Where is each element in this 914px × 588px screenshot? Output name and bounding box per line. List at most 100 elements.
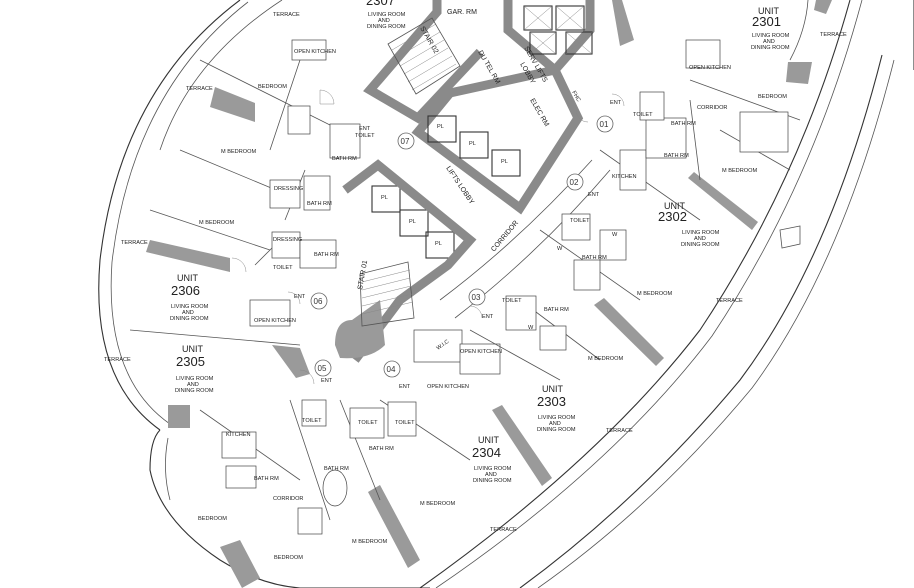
unit-2301-number: 2301 [752, 14, 781, 29]
dressing-label: DRESSING [273, 237, 302, 243]
lift-tag: PL [501, 159, 508, 165]
lift-tag: PL [381, 195, 388, 201]
m-bedroom-label: M BEDROOM [420, 501, 455, 507]
stair-01-treads [359, 261, 415, 327]
unit-2306-label: UNIT [177, 273, 198, 283]
bath-rm-label: BATH RM [664, 153, 689, 159]
ent-label: ENT [588, 192, 600, 198]
entry-markers: 01 02 03 04 05 06 07 [310, 115, 614, 378]
unit-2302-number: 2302 [658, 209, 687, 224]
bedroom-label: BEDROOM [198, 516, 227, 522]
ent-label: ENT [399, 384, 411, 390]
toilet-label: TOILET [302, 418, 322, 424]
fhc-label: FHC [570, 90, 581, 103]
stair-02-treads [387, 17, 461, 95]
unit-2305-dining: DINING ROOM [175, 388, 214, 394]
unit-2302-and: AND [694, 236, 706, 242]
unit-2303-number: 2303 [537, 394, 566, 409]
toilet-label: TOILET [633, 112, 653, 118]
marker-02: 02 [570, 178, 579, 187]
unit-2307-dining: DINING ROOM [367, 24, 406, 30]
lift-tag: PL [469, 141, 476, 147]
unit-2304-and: AND [485, 472, 497, 478]
room-labels: TERRACE TERRACE TERRACE TERRACE TERRACE … [104, 12, 847, 561]
ent-label: ENT [482, 314, 494, 320]
toilet-label: TOILET [570, 218, 590, 224]
toilet-label: TOILET [273, 265, 293, 271]
m-bedroom-label: M BEDROOM [199, 220, 234, 226]
unit-2301-label: UNIT [758, 6, 779, 16]
bath-rm-label: BATH RM [254, 476, 279, 482]
ent-label: ENT [610, 100, 622, 106]
terrace-label: TERRACE [820, 32, 847, 38]
terrace-label: TERRACE [606, 428, 633, 434]
unit-2307-and: AND [378, 18, 390, 24]
unit-2302-living: LIVING ROOM [682, 230, 720, 236]
structural-walls [146, 0, 832, 588]
unit-2301-dining: DINING ROOM [751, 45, 790, 51]
marker-bubble-06 [310, 292, 328, 310]
bath-rm-label: BATH RM [369, 446, 394, 452]
marker-04: 04 [387, 365, 396, 374]
terrace-label: TERRACE [186, 86, 213, 92]
marker-01: 01 [600, 120, 609, 129]
marker-bubble-05 [314, 359, 332, 377]
bath-rm-label: BATH RM [307, 201, 332, 207]
lift-tag: PL [435, 241, 442, 247]
terrace-label: TERRACE [716, 298, 743, 304]
open-kitchen-label: OPEN KITCHEN [294, 49, 336, 55]
unit-2307-living: LIVING ROOM [368, 12, 406, 18]
corridor-label: CORRIDOR [490, 220, 520, 254]
unit-2301-living: LIVING ROOM [752, 33, 790, 39]
bath-rm-label: BATH RM [544, 307, 569, 313]
unit-titles: 2307 LIVING ROOM AND DINING ROOM UNIT 23… [170, 0, 790, 484]
marker-06: 06 [314, 297, 323, 306]
unit-2307-number: 2307 [366, 0, 395, 8]
marker-07: 07 [401, 137, 410, 146]
stair-02-label: STAIR 02 [418, 26, 439, 55]
marker-05: 05 [318, 364, 327, 373]
bath-rm-label: BATH RM [324, 466, 349, 472]
bedroom-label: BEDROOM [258, 84, 287, 90]
toilet-label: TOILET [395, 420, 415, 426]
gar-rm-label: GAR. RM [447, 9, 477, 16]
ent-label: ENT [294, 294, 306, 300]
unit-2305-living: LIVING ROOM [176, 376, 214, 382]
unit-2302-label: UNIT [664, 201, 685, 211]
unit-2305-label: UNIT [182, 344, 203, 354]
unit-2304-living: LIVING ROOM [474, 466, 512, 472]
kitchen-label: KITCHEN [226, 432, 251, 438]
ent-label: ENT [359, 126, 371, 132]
lift-tag: PL [437, 124, 444, 130]
facade-lines [98, 0, 914, 588]
unit-2303-dining: DINING ROOM [537, 427, 576, 433]
terrace-label: TERRACE [104, 357, 131, 363]
kitchen-label: KITCHEN [612, 174, 637, 180]
marker-bubble-01 [596, 115, 614, 133]
dressing-label: DRESSING [274, 186, 303, 192]
bedroom-label: BEDROOM [758, 94, 787, 100]
corridor-label: CORRIDOR [273, 496, 303, 502]
unit-2304-number: 2304 [472, 445, 501, 460]
terrace-label: TERRACE [121, 240, 148, 246]
w-label: W [612, 232, 618, 238]
unit-2304-dining: DINING ROOM [473, 478, 512, 484]
terrace-label: TERRACE [273, 12, 300, 18]
bath-rm-label: BATH RM [582, 255, 607, 261]
unit-2305-number: 2305 [176, 354, 205, 369]
stair-01-label: STAIR 01 [357, 260, 369, 291]
marker-bubble-04 [383, 360, 401, 378]
m-bedroom-label: M BEDROOM [637, 291, 672, 297]
corridor-label: CORRIDOR [697, 105, 727, 111]
marker-bubble-02 [566, 173, 584, 191]
unit-2306-dining: DINING ROOM [170, 316, 209, 322]
bath-rm-label: BATH RM [671, 121, 696, 127]
marker-bubble-03 [468, 288, 486, 306]
toilet-label: TOILET [355, 133, 375, 139]
unit-2305-and: AND [187, 382, 199, 388]
lift-cars [371, 115, 521, 259]
m-bedroom-label: M BEDROOM [221, 149, 256, 155]
elec-rm-label: ELEC RM [528, 98, 550, 129]
unit-2302-dining: DINING ROOM [681, 242, 720, 248]
